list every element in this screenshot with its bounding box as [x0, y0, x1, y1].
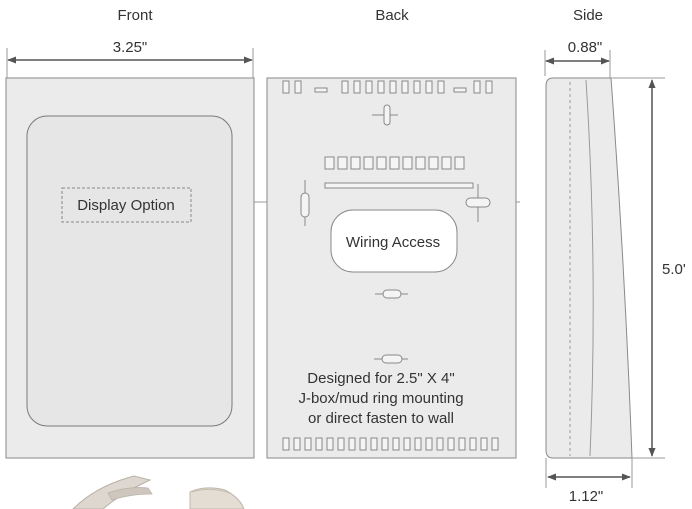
mounting-note-line-2: J-box/mud ring mounting [298, 390, 463, 407]
front-view: 3.25" Display Option [5, 39, 255, 459]
bottom-vent-slot [480, 437, 488, 451]
bottom-vent-slot [359, 437, 367, 451]
bottom-vent-slot [304, 437, 312, 451]
bottom-vent-slot [392, 437, 400, 451]
top-vent-slots [282, 80, 493, 94]
height-label: 5.0' [662, 261, 686, 278]
side-bevel-curve [585, 79, 594, 457]
long-slot [324, 182, 474, 189]
bottom-vent-slots [282, 437, 499, 451]
front-view-title: Front [117, 7, 153, 24]
top-mounting-hole [372, 104, 398, 126]
middle-vent-slots [324, 156, 465, 170]
left-mounting-hole [300, 180, 310, 226]
bottom-vent-slot [469, 437, 477, 451]
display-option-label: Display Option [77, 197, 175, 214]
bottom-vent-slot [425, 437, 433, 451]
wiring-access-label: Wiring Access [346, 234, 440, 251]
side-view: 0.88" 5.0' 1.12" [544, 39, 686, 505]
bottom-vent-slot [348, 437, 356, 451]
bottom-vent-slot [414, 437, 422, 451]
bottom-vent-slot [282, 437, 290, 451]
mounting-note-line-3: or direct fasten to wall [308, 410, 454, 427]
bottom-vent-slot [436, 437, 444, 451]
bottom-vent-slot [293, 437, 301, 451]
back-panel [266, 77, 517, 459]
bottom-vent-slot [458, 437, 466, 451]
side-bottom-depth-label: 1.12" [569, 488, 604, 505]
right-mounting-hole [465, 184, 491, 222]
side-profile [545, 77, 633, 459]
display-option-box [61, 187, 192, 223]
bottom-vent-slot [491, 437, 499, 451]
front-width-label: 3.25" [113, 39, 148, 56]
bottom-vent-slot [315, 437, 323, 451]
bottom-vent-slot [370, 437, 378, 451]
wiring-access-opening [330, 209, 458, 273]
bottom-vent-slot [326, 437, 334, 451]
bottom-vent-slot [447, 437, 455, 451]
lower-mounting-slot [375, 289, 408, 299]
bottom-vent-slot [403, 437, 411, 451]
side-top-depth-label: 0.88" [568, 39, 603, 56]
side-view-title: Side [573, 7, 603, 24]
mounting-note-line-1: Designed for 2.5" X 4" [307, 370, 454, 387]
bottom-vent-slot [337, 437, 345, 451]
product-thumbnail-image [72, 475, 245, 509]
front-display-recess [26, 115, 233, 427]
back-view: Wiring Access Designed for 2.5" X 4" J-b… [266, 77, 517, 459]
back-view-title: Back [375, 7, 409, 24]
bottom-vent-slot [381, 437, 389, 451]
bottom-mounting-slot [374, 354, 408, 364]
